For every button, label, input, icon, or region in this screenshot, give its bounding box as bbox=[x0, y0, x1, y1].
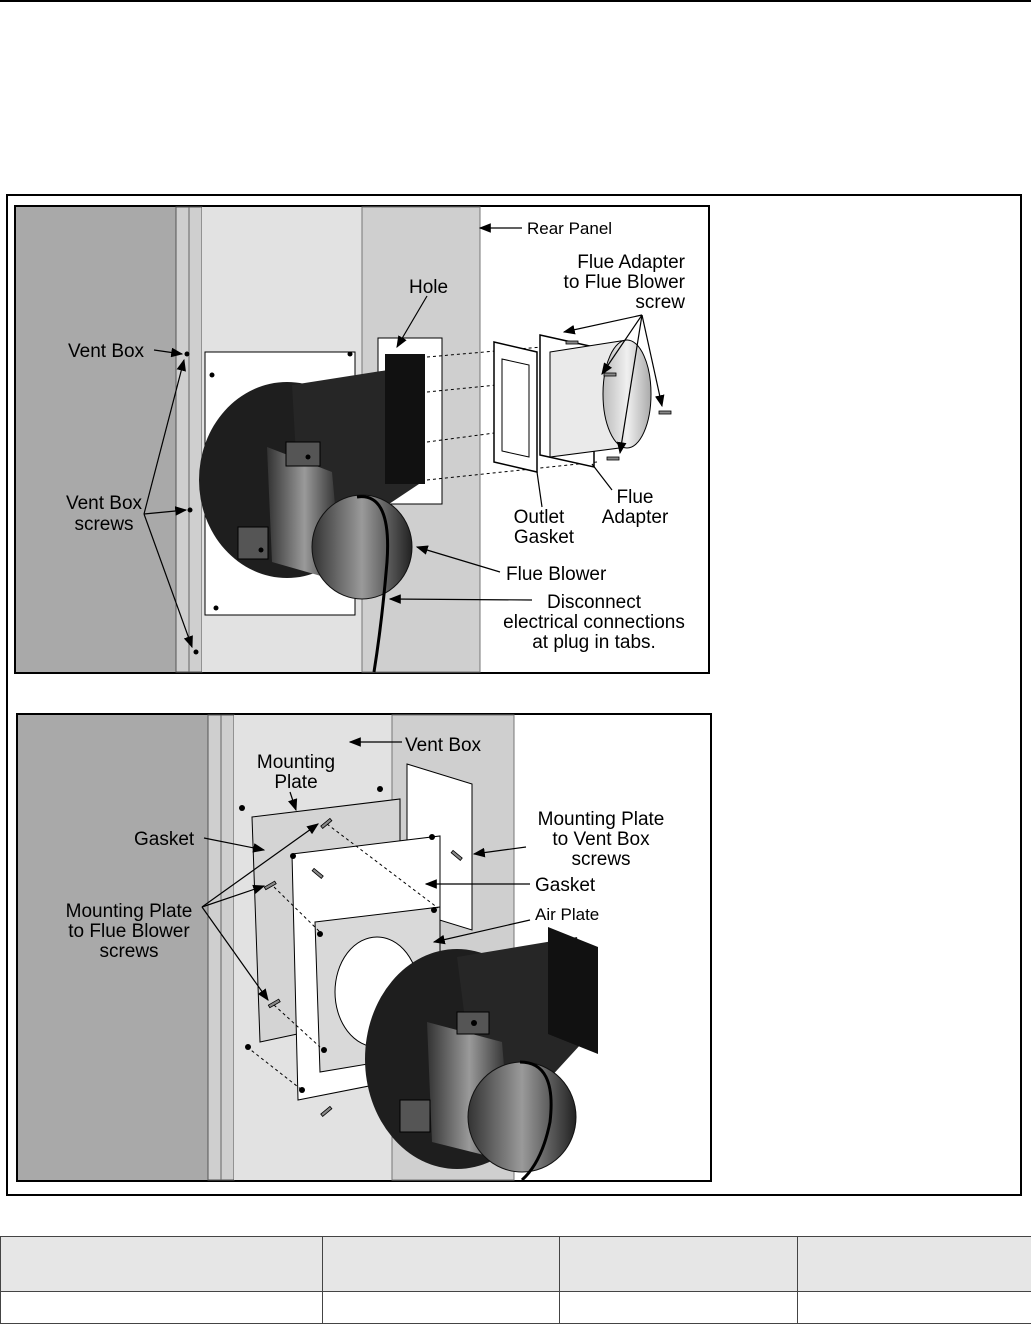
table-row bbox=[1, 1292, 1031, 1324]
label-mounting-plate-1: Mounting bbox=[257, 752, 335, 773]
table-header-row bbox=[1, 1237, 1031, 1292]
label-vent-box-bottom: Vent Box bbox=[405, 735, 482, 756]
table-header-cell bbox=[798, 1237, 1031, 1292]
label-vent-box-screws-1: Vent Box bbox=[66, 493, 143, 514]
figure-frame: Rear Panel Flue Adapter to Flue Blower s… bbox=[6, 194, 1022, 1196]
label-flue-adapter-screw-1: Flue Adapter bbox=[577, 252, 685, 273]
label-outlet-gasket-1: Outlet bbox=[514, 507, 565, 528]
label-flue-adapter-2: Adapter bbox=[602, 507, 669, 528]
spec-table bbox=[0, 1236, 1031, 1324]
label-mp-flue-blower-3: screws bbox=[99, 941, 158, 962]
label-mounting-plate-2: Plate bbox=[274, 772, 317, 793]
table-cell bbox=[323, 1292, 560, 1324]
label-mp-vent-box-3: screws bbox=[571, 849, 630, 870]
label-outlet-gasket-2: Gasket bbox=[514, 527, 575, 548]
label-gasket-right: Gasket bbox=[535, 875, 596, 896]
table-header-cell bbox=[1, 1237, 323, 1292]
label-flue-adapter-screw-2: to Flue Blower bbox=[564, 272, 686, 293]
label-disconnect-2: electrical connections bbox=[503, 612, 685, 633]
table-cell bbox=[560, 1292, 798, 1324]
label-air-plate: Air Plate bbox=[535, 905, 599, 924]
label-mp-vent-box-2: to Vent Box bbox=[552, 829, 650, 850]
label-flue-adapter-screw-3: screw bbox=[635, 292, 685, 313]
label-mp-vent-box-1: Mounting Plate bbox=[538, 809, 665, 830]
table-cell bbox=[798, 1292, 1031, 1324]
top-rule bbox=[0, 0, 1031, 2]
label-vent-box: Vent Box bbox=[68, 341, 145, 362]
table-header-cell bbox=[560, 1237, 798, 1292]
label-mp-flue-blower-2: to Flue Blower bbox=[68, 921, 190, 942]
label-disconnect-3: at plug in tabs. bbox=[532, 632, 656, 653]
label-vent-box-screws-2: screws bbox=[74, 514, 133, 535]
label-flue-blower: Flue Blower bbox=[506, 564, 607, 585]
label-rear-panel: Rear Panel bbox=[527, 219, 612, 238]
label-mp-flue-blower-1: Mounting Plate bbox=[66, 901, 193, 922]
label-hole: Hole bbox=[409, 277, 448, 298]
figure-svg: Rear Panel Flue Adapter to Flue Blower s… bbox=[8, 196, 1020, 1194]
label-gasket-left: Gasket bbox=[134, 829, 195, 850]
label-disconnect-1: Disconnect bbox=[547, 592, 642, 613]
label-flue-adapter-1: Flue bbox=[617, 487, 654, 508]
table-cell bbox=[1, 1292, 323, 1324]
table-header-cell bbox=[323, 1237, 560, 1292]
